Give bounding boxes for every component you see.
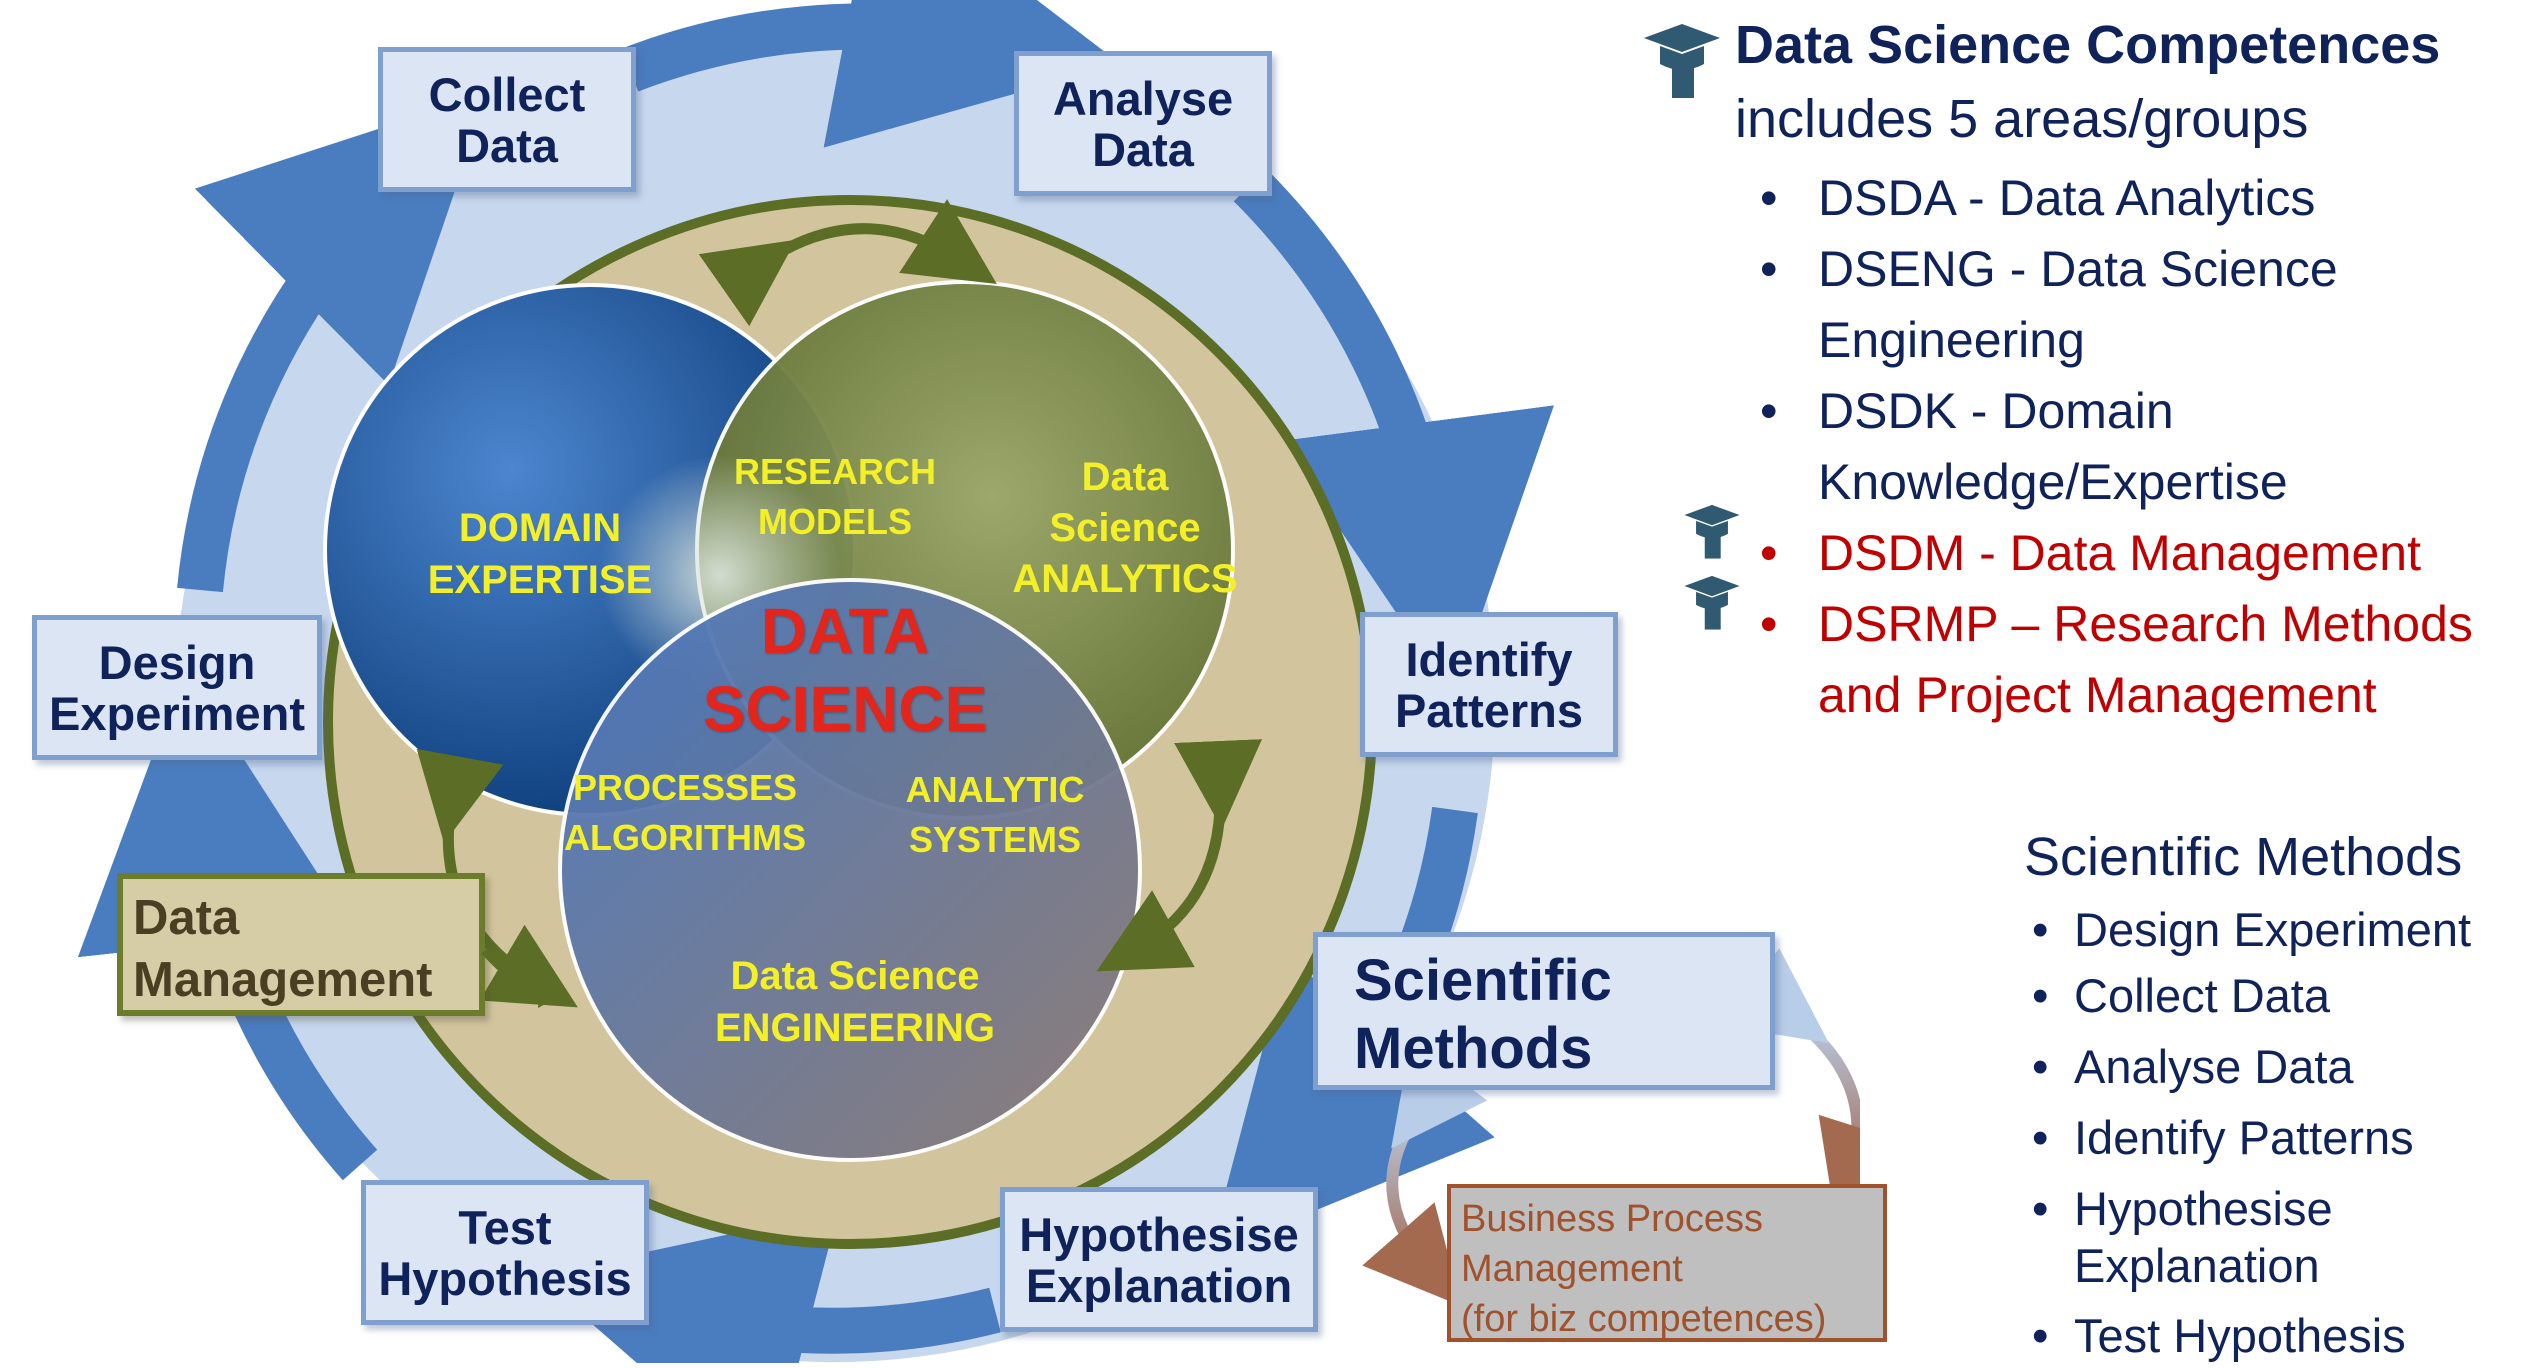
bullet: • — [2032, 1111, 2049, 1164]
method-item-label: Identify Patterns — [2074, 1111, 2414, 1164]
bpm-line3: (for biz competences) — [1461, 1298, 1827, 1340]
design-experiment-line2: Experiment — [49, 686, 305, 740]
graduation-cap-icon — [1684, 575, 1740, 630]
data-management-line2: Management — [133, 953, 433, 1007]
competence-item-label: Knowledge/Expertise — [1818, 454, 2288, 510]
research-line2: MODELS — [757, 501, 912, 542]
bullet: • — [2032, 1182, 2049, 1235]
collect-data-line2: Data — [456, 118, 558, 172]
data-science-diagram: Collect Data Analyse Data Identify Patte… — [32, 0, 1911, 1368]
collect-data-line1: Collect — [428, 67, 586, 121]
hypothesise-line2: Explanation — [1025, 1258, 1293, 1312]
domain-line1: DOMAIN — [458, 506, 622, 550]
competence-item-label: DSDM - Data Management — [1818, 525, 2422, 581]
systems-line2: SYSTEMS — [908, 819, 1082, 860]
engineering-line1: Data Science — [730, 954, 980, 998]
scientific-methods-line1: Scientific — [1354, 948, 1612, 1013]
bpm-box: Business Process Management (for biz com… — [1447, 1184, 1887, 1342]
bullet: • — [1760, 383, 1778, 439]
test-hypothesis-line1: Test — [458, 1200, 552, 1254]
processes-line1: PROCESSES — [572, 767, 798, 808]
method-item-label: Analyse Data — [2074, 1040, 2354, 1093]
analytics-line1: Data — [1081, 455, 1169, 499]
analytics-line3: ANALYTICS — [1012, 557, 1238, 601]
domain-expertise-label: DOMAIN EXPERTISE — [395, 502, 685, 606]
scientific-methods-line2: Methods — [1354, 1016, 1593, 1081]
data-management-line1: Data — [133, 891, 240, 945]
systems-line1: ANALYTIC — [905, 769, 1085, 810]
graduation-cap-icon — [1644, 24, 1720, 98]
design-experiment-box: Design Experiment — [32, 615, 322, 760]
data-science-analytics-label: Data Science ANALYTICS — [980, 452, 1270, 605]
identify-patterns-line1: Identify — [1405, 632, 1573, 686]
identify-patterns-box: Identify Patterns — [1360, 612, 1618, 757]
method-item-label: Test Hypothesis — [2074, 1309, 2406, 1362]
hypothesise-explanation-box: Hypothesise Explanation — [1000, 1187, 1318, 1332]
competence-item-label: Engineering — [1818, 312, 2085, 368]
bullet: • — [1760, 596, 1778, 652]
method-item-label: Design Experiment — [2074, 903, 2472, 956]
method-item-label: Explanation — [2074, 1239, 2320, 1292]
bpm-connector-arrows — [1362, 947, 1911, 1307]
engineering-line2: ENGINEERING — [714, 1006, 996, 1050]
identify-patterns-line2: Patterns — [1394, 683, 1584, 737]
data-management-arrow-icon — [481, 946, 568, 1008]
bpm-line2: Management — [1461, 1248, 1683, 1290]
bullet: • — [2032, 1309, 2049, 1362]
analyse-data-box: Analyse Data — [1014, 51, 1272, 196]
graduation-cap-icon — [1684, 504, 1740, 559]
analyse-data-line2: Data — [1092, 122, 1194, 176]
bullet: • — [1760, 525, 1778, 581]
domain-line2: EXPERTISE — [427, 558, 653, 602]
test-hypothesis-box: Test Hypothesis — [361, 1180, 649, 1325]
collect-data-box: Collect Data — [378, 47, 636, 192]
analytic-systems-label: ANALYTIC SYSTEMS — [880, 765, 1110, 865]
bullet: • — [1760, 241, 1778, 297]
method-item-label: Hypothesise — [2074, 1182, 2333, 1235]
hypothesise-line1: Hypothesise — [1019, 1207, 1299, 1261]
scientific-methods-title: Scientific Methods — [2024, 827, 2463, 887]
bullet: • — [2032, 1040, 2049, 1093]
center-line2: SCIENCE — [702, 673, 988, 745]
research-line1: RESEARCH — [733, 451, 937, 492]
bullet: • — [2032, 903, 2049, 956]
analyse-data-line1: Analyse — [1052, 71, 1234, 125]
analytics-line2: Science — [1049, 506, 1201, 550]
competences-title: Data Science Competences — [1735, 15, 2441, 75]
research-models-label: RESEARCH MODELS — [700, 447, 970, 547]
processes-algorithms-label: PROCESSES ALGORITHMS — [550, 763, 820, 863]
center-line1: DATA — [760, 595, 930, 667]
competences-panel: Data Science Competences includes 5 area… — [1640, 0, 2540, 760]
data-science-engineering-label: Data Science ENGINEERING — [685, 950, 1025, 1054]
bullet: • — [1760, 170, 1778, 226]
design-experiment-line1: Design — [98, 635, 256, 689]
competence-item-label: DSDA - Data Analytics — [1818, 170, 2316, 226]
test-hypothesis-line2: Hypothesis — [378, 1251, 632, 1305]
processes-line2: ALGORITHMS — [564, 817, 806, 858]
competence-item-label: and Project Management — [1818, 667, 2377, 723]
method-item-label: Collect Data — [2074, 969, 2330, 1022]
data-management-box: Data Management — [117, 873, 485, 1016]
competence-item-label: DSRMP – Research Methods — [1818, 596, 2473, 652]
data-science-center-label: DATA SCIENCE — [660, 592, 1030, 748]
competences-subtitle: includes 5 areas/groups — [1735, 89, 2309, 149]
diagram-graphics — [77, 0, 1911, 1368]
bullet: • — [2032, 969, 2049, 1022]
competence-item-label: DSENG - Data Science — [1818, 241, 2338, 297]
competence-item-label: DSDK - Domain — [1818, 383, 2174, 439]
bpm-line1: Business Process — [1461, 1198, 1764, 1240]
scientific-methods-box: Scientific Methods — [1313, 932, 1775, 1090]
